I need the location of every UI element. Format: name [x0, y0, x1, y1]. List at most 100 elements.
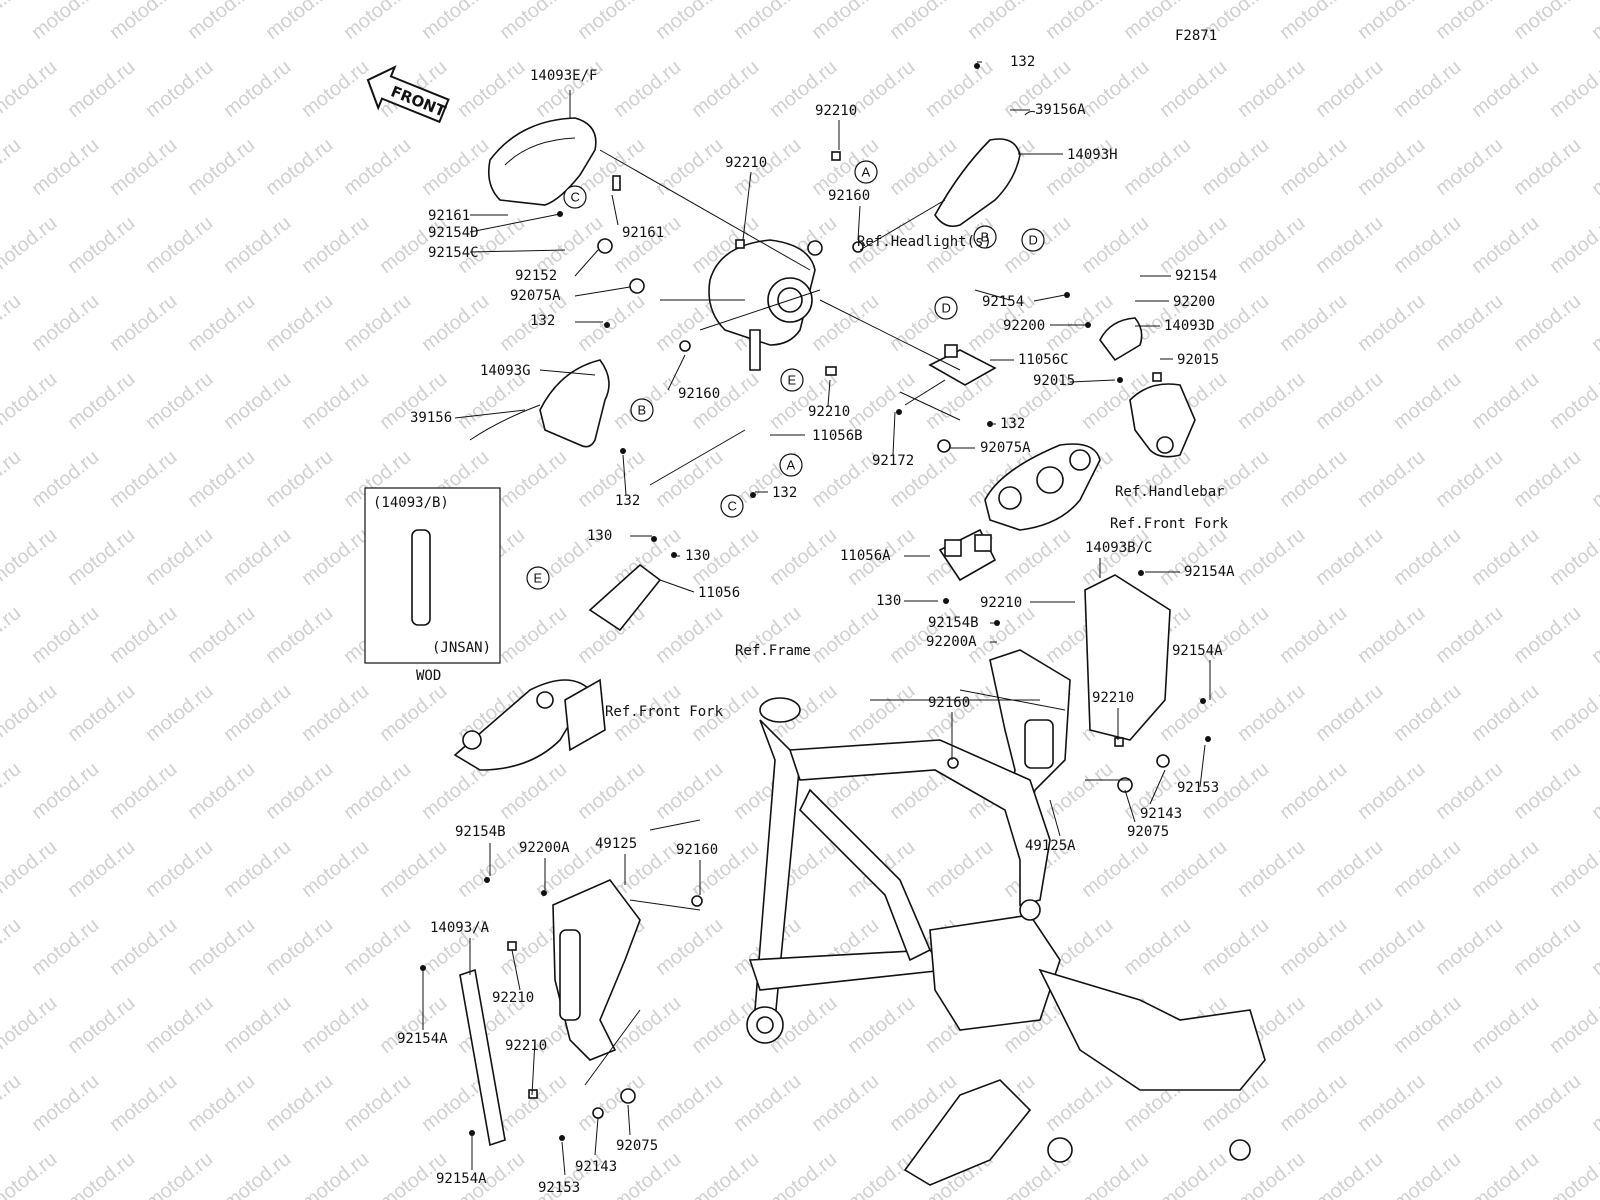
- watermark-text: motod.ru: [220, 1148, 296, 1200]
- watermark-text: motod.ru: [0, 680, 61, 746]
- leader-line: [561, 1141, 566, 1176]
- watermark-text: motod.ru: [184, 758, 260, 824]
- watermark-text: motod.ru: [106, 1070, 182, 1136]
- part-label: 92210: [492, 990, 534, 1006]
- watermark-text: motod.ru: [1468, 56, 1544, 122]
- watermark-text: motod.ru: [1432, 134, 1508, 200]
- part-label: 92075A: [510, 288, 561, 304]
- watermark-text: motod.ru: [1432, 602, 1508, 668]
- watermark-text: motod.ru: [1078, 1148, 1154, 1200]
- watermark-text: motod.ru: [142, 1148, 218, 1200]
- watermark-text: motod.ru: [1510, 758, 1586, 824]
- watermark-text: motod.ru: [1390, 992, 1466, 1058]
- watermark-text: motod.ru: [922, 56, 998, 122]
- watermark-text: motod.ru: [142, 368, 218, 434]
- handlebar-clamp: [1129, 383, 1196, 458]
- watermark-text: motod.ru: [220, 836, 296, 902]
- watermark-text: motod.ru: [64, 1148, 140, 1200]
- watermark-text: motod.ru: [1432, 290, 1508, 356]
- part-label: 92154C: [428, 245, 479, 261]
- watermark-text: motod.ru: [28, 0, 104, 44]
- callout-letter: B: [638, 403, 647, 418]
- watermark-text: motod.ru: [0, 56, 61, 122]
- watermark-text: motod.ru: [0, 758, 25, 824]
- watermark-text: motod.ru: [1276, 446, 1352, 512]
- callout-letter: A: [862, 165, 871, 180]
- watermark-text: motod.ru: [64, 524, 140, 590]
- part-label: 92075A: [980, 440, 1031, 456]
- watermark-text: motod.ru: [0, 134, 25, 200]
- watermark-text: motod.ru: [28, 134, 104, 200]
- watermark-text: motod.ru: [418, 290, 494, 356]
- watermark-text: motod.ru: [610, 56, 686, 122]
- part-label: 130: [587, 528, 612, 544]
- part-label: 92210: [808, 404, 850, 420]
- part-label: 92200A: [926, 634, 977, 650]
- leader-line: [904, 379, 946, 406]
- watermark-text: motod.ru: [610, 992, 686, 1058]
- ref-front-fork-upper: Ref.Front Fork: [1110, 516, 1229, 532]
- part-label: 92154A: [397, 1031, 448, 1047]
- frame: [746, 697, 1266, 1186]
- watermark-text: motod.ru: [652, 446, 728, 512]
- watermark-text: motod.ru: [652, 758, 728, 824]
- part-label: 92153: [538, 1180, 580, 1196]
- part-label: 92015: [1177, 352, 1219, 368]
- part-label: 92160: [928, 695, 970, 711]
- watermark-text: motod.ru: [298, 1148, 374, 1200]
- watermark-text: motod.ru: [844, 368, 920, 434]
- watermark-text: motod.ru: [106, 758, 182, 824]
- callout-letter: D: [1029, 233, 1038, 248]
- watermark-text: motod.ru: [1276, 758, 1352, 824]
- watermark-text: motod.ru: [1312, 1148, 1388, 1200]
- watermark-text: motod.ru: [1120, 446, 1196, 512]
- watermark-text: motod.ru: [418, 134, 494, 200]
- part-label: 11056C: [1018, 352, 1069, 368]
- watermark-text: motod.ru: [766, 524, 842, 590]
- part-label: 92161: [622, 225, 664, 241]
- watermark-text: motod.ru: [652, 602, 728, 668]
- part-label: 92154A: [1172, 643, 1223, 659]
- part-label: 11056B: [812, 428, 863, 444]
- watermark-text: motod.ru: [0, 1148, 61, 1200]
- watermark-text: motod.ru: [1390, 56, 1466, 122]
- part-label: 92075: [1127, 824, 1169, 840]
- watermark-text: motod.ru: [1390, 212, 1466, 278]
- watermark-text: motod.ru: [688, 1148, 764, 1200]
- watermark-text: motod.ru: [184, 0, 260, 44]
- lower-triple-clamp: [453, 678, 606, 771]
- callout-letter: A: [787, 458, 796, 473]
- leader-line: [574, 249, 599, 277]
- watermark-text: motod.ru: [1546, 680, 1600, 746]
- headlight-lower-cover: [469, 359, 610, 448]
- inset-region: (JNSAN): [432, 640, 491, 656]
- watermark-text: motod.ru: [1276, 1070, 1352, 1136]
- part-label: 92210: [980, 595, 1022, 611]
- watermark-text: motod.ru: [106, 134, 182, 200]
- callout-circle: [526, 566, 550, 590]
- watermark-text: motod.ru: [1042, 134, 1118, 200]
- cover-14093d: [1099, 317, 1143, 362]
- watermark-text: motod.ru: [1468, 992, 1544, 1058]
- part-label: 92210: [1092, 690, 1134, 706]
- watermark-text: motod.ru: [652, 134, 728, 200]
- watermark-text: motod.ru: [922, 680, 998, 746]
- leader-line: [1069, 379, 1116, 383]
- leader-line: [599, 149, 811, 271]
- watermark-text: motod.ru: [1588, 758, 1600, 824]
- watermark-text: motod.ru: [454, 836, 530, 902]
- watermark-text: motod.ru: [1078, 56, 1154, 122]
- watermark-text: motod.ru: [0, 0, 25, 44]
- watermark-text: motod.ru: [1510, 134, 1586, 200]
- part-label: 92154D: [428, 225, 479, 241]
- hardware-set: [420, 63, 1211, 1141]
- callout-circle: [780, 368, 804, 392]
- watermark-text: motod.ru: [28, 290, 104, 356]
- part-label: 92160: [676, 842, 718, 858]
- watermark-text: motod.ru: [1276, 290, 1352, 356]
- watermark-text: motod.ru: [262, 602, 338, 668]
- callout-circle: [779, 453, 803, 477]
